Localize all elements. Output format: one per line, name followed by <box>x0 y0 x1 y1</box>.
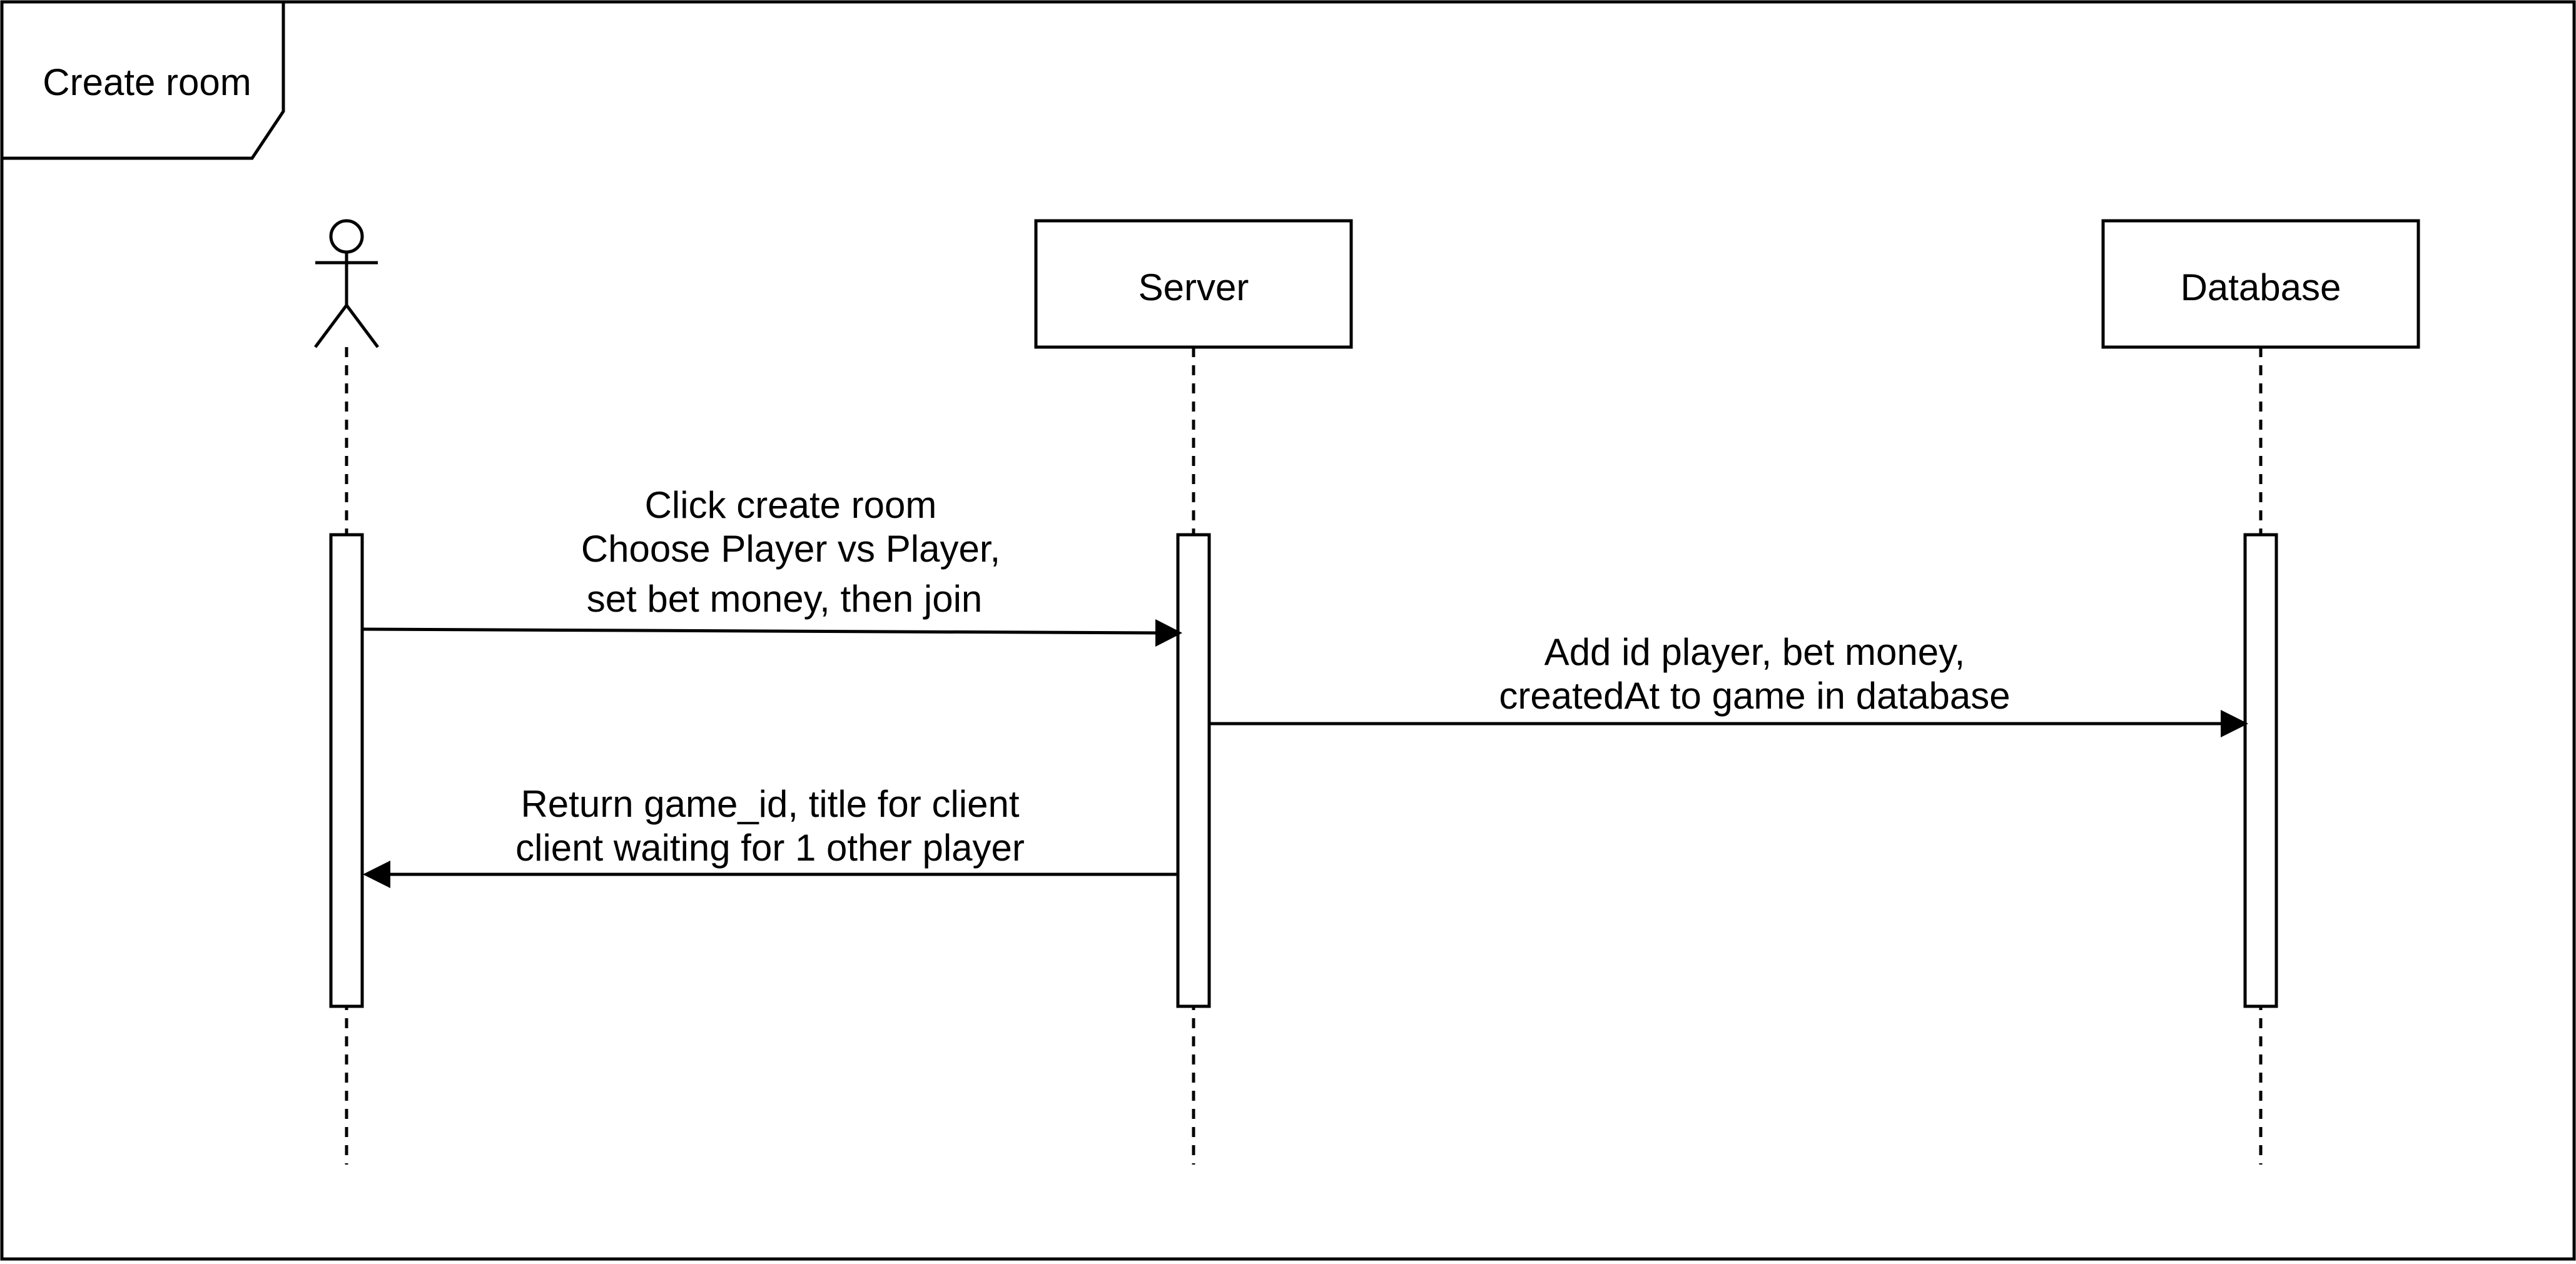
actor-activation-bar <box>329 533 364 1008</box>
frame-title: Create room <box>43 61 251 103</box>
database-label: Database <box>2181 266 2341 308</box>
message-2-label-line1: Add id player, bet money, <box>1544 631 1965 673</box>
message-1-arrowhead <box>1155 619 1182 647</box>
server-label: Server <box>1138 266 1249 308</box>
message-2-label-line2: createdAt to game in database <box>1499 675 2010 717</box>
database-participant-box <box>2101 219 2420 349</box>
database-activation-bar <box>2243 533 2278 1008</box>
message-2-arrowhead <box>2221 710 2248 737</box>
stick-figure-actor-icon <box>313 219 380 348</box>
message-3-arrowhead <box>363 861 390 888</box>
frame-title-tab <box>2 2 285 160</box>
server-participant-box <box>1034 219 1353 349</box>
message-3-label-line2: client waiting for 1 other player <box>515 827 1025 869</box>
message-1-label-line3: set bet money, then join <box>587 578 983 620</box>
message-1-label-line1: Click create room <box>645 484 937 526</box>
message-1-arrow <box>362 627 1163 635</box>
message-3-label-line1: Return game_id, title for client <box>520 783 1019 825</box>
message-1-label-line2: Choose Player vs Player, <box>581 528 1000 570</box>
server-activation-bar <box>1176 533 1211 1008</box>
